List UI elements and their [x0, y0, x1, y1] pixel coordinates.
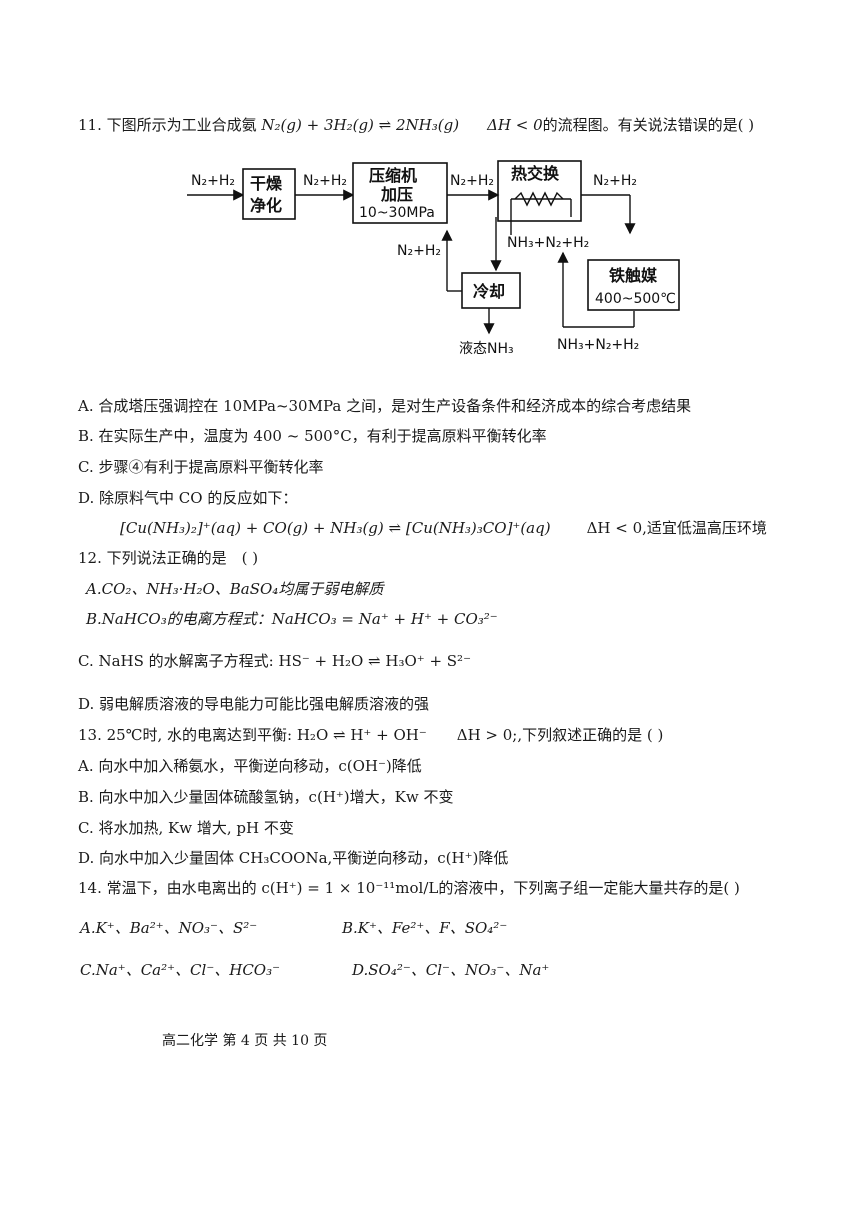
- box-cool-title: 冷却: [473, 282, 505, 301]
- q12-option-d: D. 弱电解质溶液的导电能力可能比强电解质溶液的强: [78, 695, 430, 713]
- q11-delta-h: ΔH < 0: [487, 116, 543, 134]
- q12-option-a: A.CO₂、NH₃·H₂O、BaSO₄均属于弱电解质: [86, 580, 384, 598]
- box-catalyst-line1: 铁触媒: [609, 266, 658, 285]
- q13-option-d: D. 向水中加入少量固体 CH₃COONa,平衡逆向移动，c(H⁺)降低: [78, 849, 509, 867]
- page-footer: 高二化学 第 4 页 共 10 页: [162, 1033, 328, 1049]
- heat-coil: [514, 191, 564, 207]
- label-liquid: 液态NH₃: [459, 341, 514, 357]
- label-bottom-right: NH₃+N₂+H₂: [557, 337, 639, 353]
- q11-stem-pre: 11. 下图所示为工业合成氨: [78, 116, 262, 134]
- box-catalyst-line2: 400~500℃: [595, 291, 676, 307]
- q14-option-b: B.K⁺、Fe²⁺、F、SO₄²⁻: [342, 919, 508, 937]
- q13-option-c: C. 将水加热, Kw 增大, pH 不变: [78, 819, 294, 837]
- label-return-heat: NH₃+N₂+H₂: [507, 235, 589, 251]
- q11-option-a: A. 合成塔压强调控在 10MPa~30MPa 之间，是对生产设备条件和经济成本…: [78, 397, 692, 415]
- box-heat-title: 热交换: [511, 164, 560, 183]
- q12-stem: 12. 下列说法正确的是 ( ): [78, 549, 259, 567]
- box-dry-line1: 干燥: [250, 174, 283, 193]
- ammonia-flow-diagram: N₂+H₂ 干燥 净化 N₂+H₂ 压缩机 加压 10~30MPa N₂+H₂ …: [187, 160, 680, 357]
- box-cool: [461, 272, 521, 309]
- label-after-dry: N₂+H₂: [303, 173, 347, 189]
- q14-option-a: A.K⁺、Ba²⁺、NO₃⁻、S²⁻: [80, 919, 258, 937]
- label-after-heat: N₂+H₂: [593, 173, 637, 189]
- label-after-compress: N₂+H₂: [450, 173, 494, 189]
- q11-option-d-eq-row: [Cu(NH₃)₂]⁺(aq) + CO(g) + NH₃(g) ⇌ [Cu(N…: [120, 518, 767, 538]
- box-compress-line2: 加压: [380, 185, 413, 204]
- q12-option-b: B.NaHCO₃的电离方程式：NaHCO₃ = Na⁺ + H⁺ + CO₃²⁻: [86, 610, 498, 628]
- q11-equation: N₂(g) + 3H₂(g) ⇌ 2NH₃(g): [261, 116, 460, 134]
- q11-option-b: B. 在实际生产中，温度为 400 ~ 500°C，有利于提高原料平衡转化率: [78, 427, 547, 445]
- box-compress-line3: 10~30MPa: [359, 205, 435, 221]
- box-dry-line2: 净化: [250, 196, 282, 215]
- box-compress: [352, 162, 448, 224]
- q13-option-b: B. 向水中加入少量固体硫酸氢钠，c(H⁺)增大，Kw 不变: [78, 788, 454, 806]
- q13-stem: 13. 25℃时, 水的电离达到平衡: H₂O ⇌ H⁺ + OH⁻ ΔH > …: [78, 726, 664, 744]
- q11-option-d-condition: ΔH < 0,适宜低温高压环境: [586, 519, 767, 537]
- box-catalyst: [587, 259, 680, 311]
- q14-option-c: C.Na⁺、Ca²⁺、Cl⁻、HCO₃⁻: [80, 961, 281, 979]
- q11-option-d: D. 除原料气中 CO 的反应如下：: [78, 489, 298, 507]
- label-input: N₂+H₂: [191, 173, 235, 189]
- q11-stem-post: 的流程图。有关说法错误的是( ): [542, 116, 755, 134]
- q11-option-d-equation: [Cu(NH₃)₂]⁺(aq) + CO(g) + NH₃(g) ⇌ [Cu(N…: [120, 519, 551, 537]
- q11-stem: 11. 下图所示为工业合成氨 N₂(g) + 3H₂(g) ⇌ 2NH₃(g) Δ…: [78, 115, 754, 135]
- q14-stem: 14. 常温下，由水电离出的 c(H⁺) = 1 × 10⁻¹¹mol/L的溶液…: [78, 879, 740, 897]
- q11-option-c: C. 步骤④有利于提高原料平衡转化率: [78, 458, 324, 476]
- q13-option-a: A. 向水中加入稀氨水，平衡逆向移动，c(OH⁻)降低: [78, 757, 422, 775]
- q12-option-c: C. NaHS 的水解离子方程式: HS⁻ + H₂O ⇌ H₃O⁺ + S²⁻: [78, 652, 471, 670]
- q14-option-d: D.SO₄²⁻、Cl⁻、NO₃⁻、Na⁺: [352, 961, 550, 979]
- label-recycle: N₂+H₂: [397, 243, 441, 259]
- box-compress-line1: 压缩机: [369, 166, 417, 185]
- box-dry: [242, 168, 296, 220]
- box-heat: [497, 160, 582, 222]
